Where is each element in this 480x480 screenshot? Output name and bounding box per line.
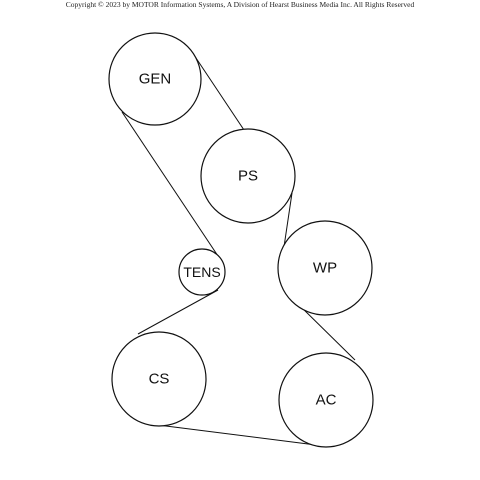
pulley-wp: WP — [277, 220, 373, 316]
pulley-cs: CS — [111, 331, 207, 427]
pulley-ac-circle — [278, 352, 374, 448]
pulley-ac: AC — [278, 352, 374, 448]
pulley-tens: TENS — [178, 248, 226, 296]
pulley-wp-circle — [277, 220, 373, 316]
pulley-gen-label: GEN — [139, 71, 172, 88]
pulley-ps: PS — [200, 128, 296, 224]
pulley-gen-circle — [108, 32, 202, 126]
pulley-cs-circle — [111, 331, 207, 427]
belt-segment-gen-ps — [193, 54, 245, 131]
pulley-gen: GEN — [108, 32, 202, 126]
belt-segment-ac-cs — [157, 424, 317, 446]
pulley-tens-circle — [178, 248, 226, 296]
belt-segment-wp-ac — [295, 301, 356, 361]
copyright-notice: Copyright © 2023 by MOTOR Information Sy… — [65, 0, 415, 9]
pulley-ps-circle — [200, 128, 296, 224]
pulley-ps-label: PS — [238, 168, 258, 185]
pulley-tens-label: TENS — [183, 264, 220, 280]
belt-segment-tens-gen — [121, 111, 219, 257]
belt-segment-cs-tens — [137, 289, 219, 335]
pulley-cs-label: CS — [149, 371, 170, 388]
pulley-ac-label: AC — [316, 392, 337, 409]
pulley-wp-label: WP — [313, 260, 337, 277]
